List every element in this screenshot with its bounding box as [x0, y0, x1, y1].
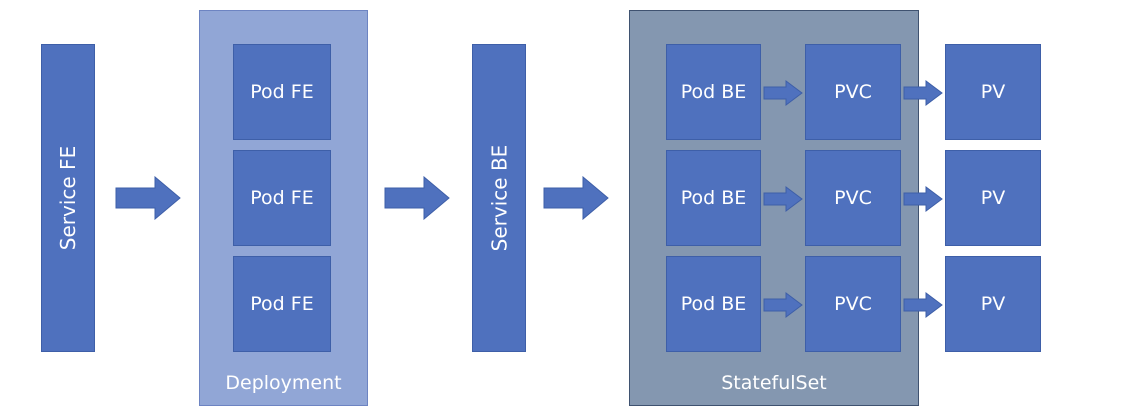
arrow-icon [903, 80, 943, 106]
pod-fe-box: Pod FE [233, 150, 331, 246]
arrow-icon [763, 186, 803, 212]
pv-box: PV [945, 150, 1041, 246]
pvc-label: PVC [834, 81, 872, 103]
pod-fe-label: Pod FE [250, 81, 314, 103]
pv-label: PV [980, 187, 1006, 209]
pod-be-box: Pod BE [666, 256, 761, 352]
pod-fe-label: Pod FE [250, 187, 314, 209]
arrow-icon [115, 176, 181, 220]
statefulset-label: StatefulSet [721, 372, 827, 394]
pod-be-box: Pod BE [666, 44, 761, 140]
arrow-icon [543, 176, 609, 220]
pvc-box: PVC [805, 150, 901, 246]
arrow-icon [903, 292, 943, 318]
pvc-box: PVC [805, 256, 901, 352]
pvc-label: PVC [834, 293, 872, 315]
arrow-icon [384, 176, 450, 220]
arrow-icon [763, 292, 803, 318]
pod-fe-label: Pod FE [250, 293, 314, 315]
arrow-icon [763, 80, 803, 106]
pv-label: PV [980, 293, 1006, 315]
arrow-icon [903, 186, 943, 212]
pod-fe-box: Pod FE [233, 256, 331, 352]
pv-box: PV [945, 44, 1041, 140]
service-fe-box: Service FE [41, 44, 95, 352]
pod-be-label: Pod BE [680, 81, 747, 103]
pod-be-box: Pod BE [666, 150, 761, 246]
pod-be-label: Pod BE [680, 187, 747, 209]
service-be-label: Service BE [487, 144, 512, 252]
pod-be-label: Pod BE [680, 293, 747, 315]
pvc-box: PVC [805, 44, 901, 140]
deployment-label: Deployment [225, 372, 342, 394]
pv-label: PV [980, 81, 1006, 103]
pvc-label: PVC [834, 187, 872, 209]
pod-fe-box: Pod FE [233, 44, 331, 140]
service-fe-label: Service FE [56, 145, 81, 251]
pv-box: PV [945, 256, 1041, 352]
service-be-box: Service BE [472, 44, 526, 352]
